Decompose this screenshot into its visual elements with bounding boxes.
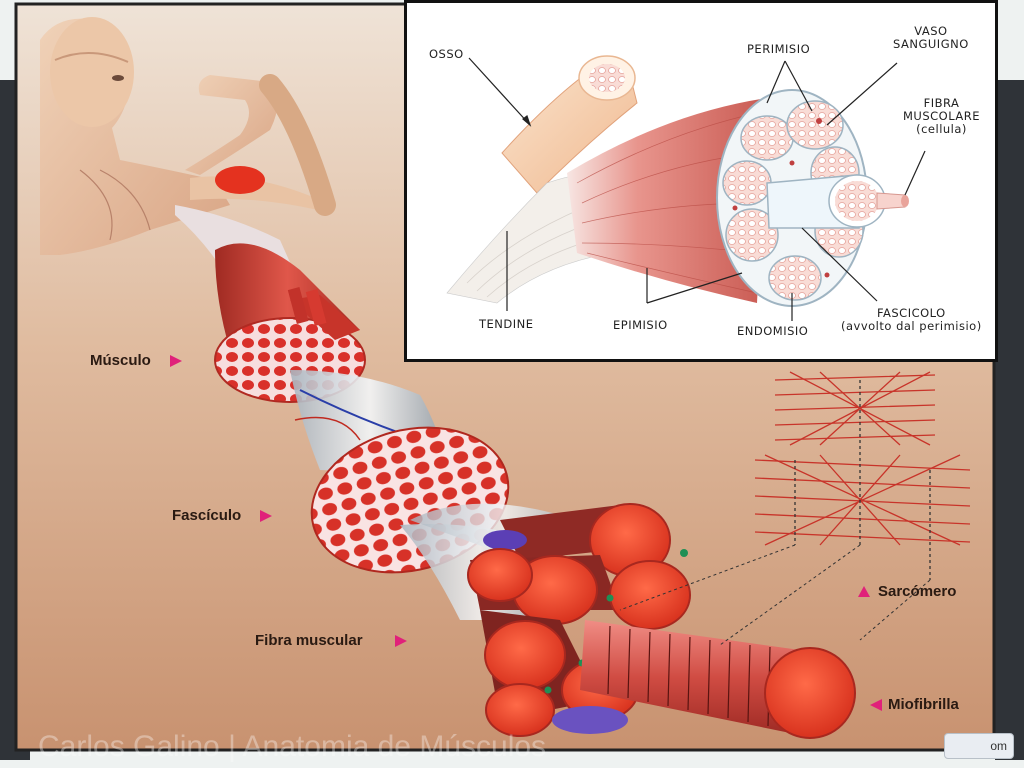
arrow-musculo-icon — [170, 355, 182, 367]
label-fibra-muscular: Fibra muscular — [255, 632, 363, 649]
label-epimisio: EPIMISIO — [613, 318, 668, 332]
myofibril — [580, 620, 856, 739]
label-perimisio: PERIMISIO — [747, 42, 811, 56]
corner-badge: om — [944, 733, 1014, 759]
label-vaso-line1: VASO — [914, 24, 948, 38]
arrow-miofibrilla-icon — [870, 699, 882, 711]
label-miofibrilla: Miofibrilla — [888, 696, 959, 713]
label-fascicolo-line1: FASCICOLO — [876, 306, 946, 320]
label-fascicolo-line2: (avvolto dal perimisio) — [841, 319, 982, 333]
label-fibra-line2: MUSCOLARE — [903, 109, 981, 123]
label-sarcomero: Sarcómero — [878, 583, 957, 600]
inset-illustration — [446, 55, 926, 321]
watermark: Carlos Galino | Anatomia de Músculos — [38, 730, 547, 763]
sarcomere-lattice — [754, 371, 971, 580]
muscle-fibers — [467, 503, 691, 737]
arrow-sarcomero-icon — [858, 586, 870, 597]
human-figure — [40, 17, 336, 256]
inset-diagram: OSSO PERIMISIO VASO SANGUIGNO FIBRA MUSC… — [404, 0, 998, 362]
inset-cross-section — [716, 89, 909, 307]
label-fibra-line3: (cellula) — [916, 122, 967, 136]
label-osso: OSSO — [429, 47, 464, 61]
arrow-fasciculo-icon — [260, 510, 272, 522]
label-vaso-sanguigno: VASO SANGUIGNO — [893, 25, 969, 51]
label-vaso-line2: SANGUIGNO — [893, 37, 969, 51]
label-fibra-line1: FIBRA — [923, 96, 960, 110]
label-tendine: TENDINE — [479, 317, 534, 331]
label-fasciculo: Fascículo — [172, 507, 242, 524]
label-endomisio: ENDOMISIO — [737, 324, 809, 338]
label-fascicolo: FASCICOLO (avvolto dal perimisio) — [841, 307, 982, 333]
arrow-fibra-muscular-icon — [395, 635, 407, 647]
label-musculo: Músculo — [90, 352, 151, 369]
label-fibra-muscolare: FIBRA MUSCOLARE (cellula) — [903, 97, 980, 136]
